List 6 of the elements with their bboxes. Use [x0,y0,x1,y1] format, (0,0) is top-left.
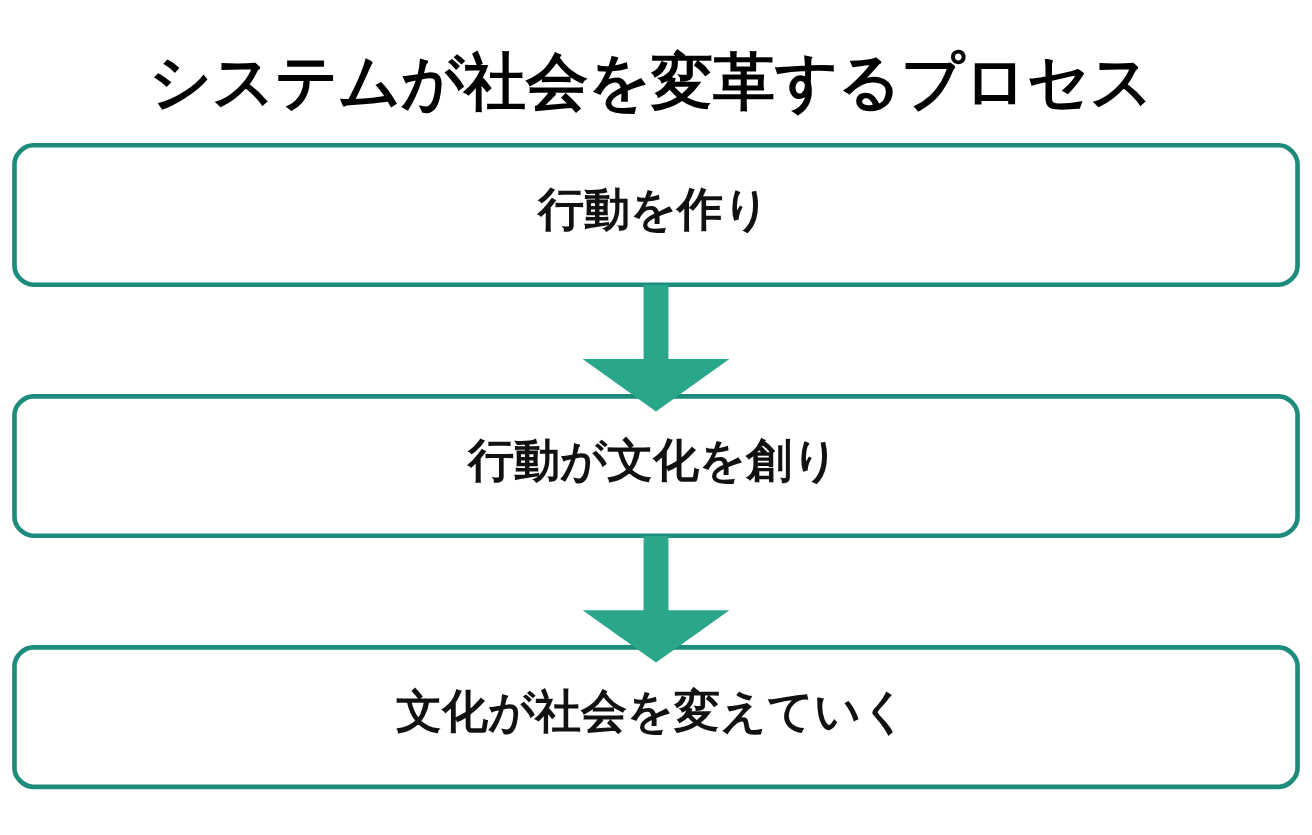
node-box: 行動が文化を創り [12,393,1300,538]
node-box: 行動を作り [12,142,1300,287]
diagram-title: システムが社会を変革するプロセス [148,44,1153,118]
arrow [582,284,730,412]
arrow [582,535,730,663]
node-box: 文化が社会を変えていく [12,644,1300,789]
